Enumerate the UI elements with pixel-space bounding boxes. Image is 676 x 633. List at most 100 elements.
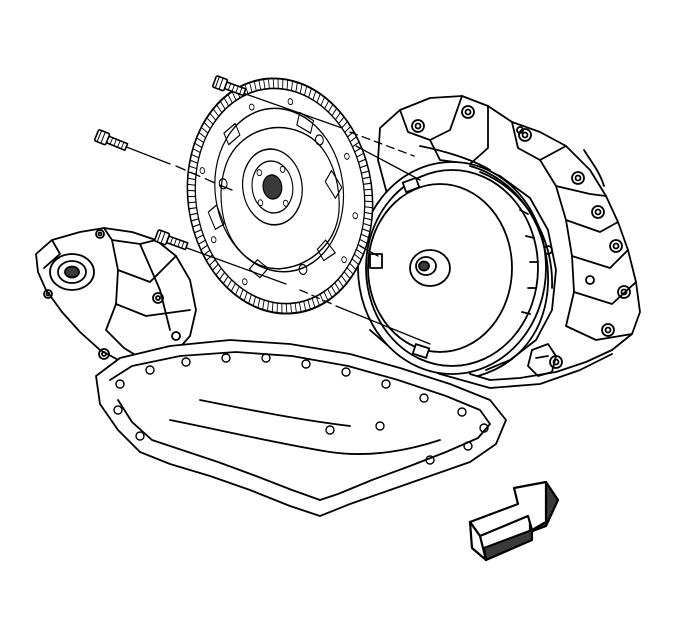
gear-tooth	[320, 96, 326, 107]
gear-tooth	[249, 82, 253, 93]
gear-tooth	[222, 275, 229, 285]
gear-tooth	[330, 285, 337, 295]
gear-tooth	[262, 299, 265, 311]
gear-tooth	[226, 279, 233, 289]
oil-pan	[95, 339, 507, 517]
gear-tooth	[304, 85, 308, 96]
gear-tooth	[187, 177, 196, 181]
flexplate	[186, 77, 374, 315]
gear-tooth	[197, 239, 206, 245]
gear-tooth	[212, 263, 219, 271]
gear-tooth	[206, 117, 214, 125]
gear-tooth	[192, 148, 201, 154]
gear-tooth	[358, 158, 367, 163]
gear-tooth	[308, 87, 312, 99]
gear-tooth	[360, 170, 370, 174]
gear-tooth	[223, 97, 230, 107]
gear-tooth	[212, 108, 220, 117]
torque-converter	[357, 161, 553, 377]
gear-tooth	[253, 80, 257, 92]
gear-tooth	[364, 211, 373, 215]
gear-tooth	[349, 262, 357, 271]
output-seal-shade	[64, 265, 80, 279]
gear-tooth	[286, 79, 289, 91]
gear-tooth	[192, 223, 201, 228]
gear-tooth	[363, 217, 373, 221]
gear-tooth	[312, 90, 317, 101]
gear-tooth	[364, 194, 373, 197]
gear-tooth	[319, 293, 325, 304]
gear-tooth	[359, 238, 368, 244]
gear-tooth	[252, 296, 256, 307]
gear-tooth	[271, 301, 274, 313]
gear-tooth	[230, 282, 236, 292]
gear-tooth	[327, 103, 334, 113]
gear-tooth	[188, 207, 198, 210]
gear-tooth	[355, 248, 364, 255]
gear-tooth	[282, 78, 284, 90]
gear-tooth	[349, 136, 358, 143]
gear-tooth	[351, 258, 360, 266]
gear-tooth	[331, 107, 338, 117]
gear-tooth	[272, 77, 275, 89]
gear-tooth	[187, 183, 196, 186]
gear-tooth	[200, 126, 209, 134]
gear-tooth	[341, 121, 348, 129]
gear-tooth	[219, 271, 226, 281]
gear-tooth	[208, 259, 216, 267]
gear-tooth	[189, 212, 198, 216]
gear-tooth	[334, 111, 341, 121]
gear-tooth	[186, 189, 196, 192]
gear-tooth	[291, 80, 293, 92]
gear-tooth	[194, 142, 203, 149]
gear-tooth	[346, 267, 354, 275]
gear-tooth	[227, 93, 233, 104]
flexplate-bolt	[212, 75, 247, 97]
gear-tooth	[294, 302, 297, 314]
gear-tooth	[362, 182, 372, 185]
gear-tooth	[187, 195, 196, 198]
gear-tooth	[234, 285, 240, 296]
gear-tooth	[290, 302, 293, 314]
view-direction-arrow-icon	[468, 480, 560, 562]
gear-tooth	[343, 271, 351, 280]
gear-tooth	[338, 116, 345, 125]
gear-tooth	[243, 291, 248, 302]
gear-tooth	[281, 302, 283, 314]
gear-tooth	[303, 300, 307, 312]
gear-tooth	[258, 79, 262, 91]
gear-tooth	[285, 303, 288, 315]
gear-tooth	[267, 300, 269, 312]
gear-tooth	[362, 222, 372, 227]
gear-tooth	[276, 302, 278, 314]
gear-tooth	[364, 200, 374, 203]
gear-tooth	[190, 153, 200, 159]
gear-tooth	[187, 201, 197, 204]
gear-tooth	[205, 254, 213, 262]
flexplate-bolt	[154, 229, 189, 251]
gear-tooth	[353, 253, 362, 261]
gear-tooth	[316, 93, 321, 104]
gear-tooth	[324, 100, 330, 110]
gear-tooth	[344, 125, 352, 133]
gear-tooth	[215, 267, 222, 276]
gear-tooth	[295, 81, 298, 93]
gear-tooth	[307, 299, 311, 310]
gear-tooth	[263, 78, 266, 90]
pan-bolts	[113, 353, 489, 465]
gear-tooth	[363, 188, 373, 191]
alignment-lines	[123, 91, 431, 345]
gear-tooth	[198, 131, 207, 139]
gear-tooth	[327, 288, 333, 299]
gear-tooth	[361, 228, 371, 233]
gear-tooth	[190, 218, 200, 222]
gear-tooth	[248, 293, 252, 305]
gear-tooth	[298, 301, 302, 313]
gear-tooth	[356, 152, 365, 158]
gear-tooth	[299, 83, 303, 95]
gear-tooth	[189, 159, 199, 164]
gear-tooth	[359, 164, 368, 169]
gear-tooth	[323, 291, 329, 302]
